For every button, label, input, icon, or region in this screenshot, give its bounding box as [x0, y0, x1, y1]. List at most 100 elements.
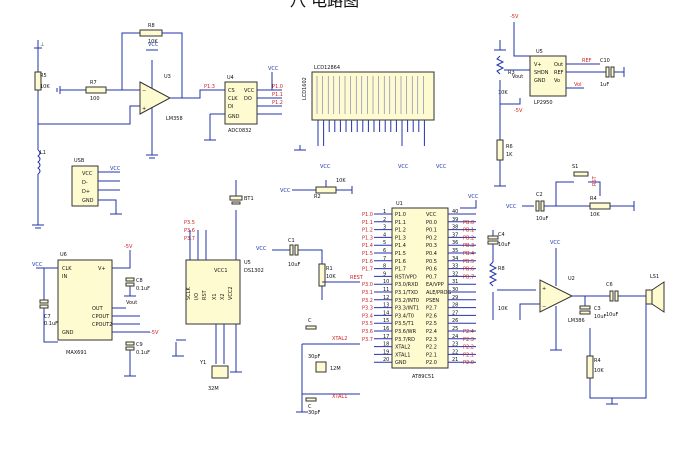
mcu-pin-label: PSEN [426, 298, 439, 304]
mcu-net-label: P2.1 [463, 352, 474, 358]
svg-text:VCC: VCC [398, 164, 409, 170]
svg-text:10uF: 10uF [288, 262, 301, 268]
svg-text:30pF: 30pF [308, 354, 321, 360]
svg-text:CLK: CLK [62, 266, 72, 272]
svg-text:MAX691: MAX691 [66, 350, 87, 356]
svg-text:10uF: 10uF [498, 242, 511, 248]
u2-lm386 [539, 279, 574, 313]
mcu-pin-number: 24 [452, 334, 458, 340]
at89c51-mcu: U1 AT89C51 P1.01P1.12P1.23P1.34P1.45P1.5… [362, 194, 479, 380]
r2-potentiometer: VCC R2 10K [280, 178, 353, 200]
mcu-pin-number: 10 [383, 279, 389, 285]
svg-text:CPOUT2: CPOUT2 [92, 322, 112, 328]
lcd-display-module: LCD12864 LCD1602 VCC VCC VCC [294, 65, 447, 170]
mcu-pin-label: P3.2/INT0 [395, 298, 419, 304]
mcu-pin-number: 33 [452, 264, 458, 270]
mcu-pin-label: P2.5 [426, 321, 437, 327]
svg-text:-5V: -5V [150, 330, 159, 336]
svg-text:C2: C2 [536, 192, 543, 198]
mcu-pin-label: P1.3 [395, 235, 406, 241]
svg-text:REF: REF [554, 70, 564, 76]
mcu-pin-label: P1.1 [395, 220, 406, 226]
mcu-net-label: P1.1 [362, 220, 373, 226]
svg-text:0.1uF: 0.1uF [136, 286, 150, 292]
mcu-net-label: PB.1 [463, 228, 474, 234]
mcu-net-label: PB.6 [463, 267, 474, 273]
svg-text:LS1: LS1 [650, 274, 659, 280]
svg-text:REF: REF [582, 58, 592, 64]
svg-text:VCC2: VCC2 [228, 286, 234, 300]
mcu-pin-label: P2.6 [426, 313, 437, 319]
mcu-net-label: P2.2 [463, 345, 474, 351]
mcu-pin-number: 20 [383, 357, 389, 363]
mcu-net-label: PB.2 [463, 235, 474, 241]
mcu-net-label: P3.6 [362, 329, 373, 335]
mcu-pin-label: P3.6/WR [395, 329, 417, 335]
lp2950-chip [529, 55, 567, 97]
svg-text:Vol: Vol [574, 82, 581, 88]
svg-text:D+: D+ [82, 189, 90, 195]
svg-text:C: C [308, 318, 312, 324]
svg-text:CS: CS [228, 88, 235, 94]
mcu-pin-label: P0.2 [426, 235, 437, 241]
lcd-part: LCD12864 [314, 65, 340, 71]
mcu-pin-label: P2.1 [426, 352, 437, 358]
mcu-pin-label: P3.3/INT1 [395, 306, 419, 312]
l1-inductor [37, 149, 41, 175]
l1-label: L1 [40, 150, 46, 156]
mcu-pin-label: P1.0 [395, 212, 406, 218]
mcu-pin-label: VCC [426, 212, 437, 218]
svg-text:VCC1: VCC1 [214, 268, 228, 274]
svg-text:C6: C6 [606, 282, 613, 288]
mcu-pin-number: 13 [383, 303, 389, 309]
mcu-pin-label: P1.2 [395, 228, 406, 234]
mcu-pin-label: XTAL2 [395, 345, 410, 351]
mcu-net-label: P1.6 [362, 259, 373, 265]
mcu-net-label: P2.4 [463, 329, 474, 335]
svg-text:Vo: Vo [554, 78, 560, 84]
svg-text:-5V: -5V [124, 244, 133, 250]
svg-text:U5: U5 [244, 260, 251, 266]
reset-network: VCC C1 10uF R1 10K REST [256, 238, 364, 300]
svg-text:RST: RST [592, 175, 598, 186]
svg-text:R8: R8 [498, 266, 505, 272]
reset-switch-section: VCC C2 10uF S1 RST R4 10K [506, 164, 635, 222]
input-amplifier-section: ⊥ R5 10K L1 R7 100 R8 10K − + U3 LM358 [32, 23, 225, 229]
svg-text:V+: V+ [98, 266, 106, 272]
svg-text:CPOUT: CPOUT [92, 314, 110, 320]
r1-resistor [318, 263, 326, 287]
mcu-pin-number: 1 [383, 209, 386, 215]
svg-text:XTAL2: XTAL2 [332, 336, 347, 342]
mcu-pin-number: 21 [452, 357, 458, 363]
mcu-pin-number: 22 [452, 349, 458, 355]
svg-text:LM386: LM386 [568, 318, 585, 324]
r6-resistor [496, 139, 504, 161]
svg-text:VCC: VCC [320, 164, 331, 170]
svg-text:C: C [308, 404, 312, 410]
u4-part: ADC0832 [228, 128, 252, 134]
mcu-pin-label: P1.6 [395, 259, 406, 265]
mcu-net-label: PB.7 [463, 274, 474, 280]
svg-text:C4: C4 [498, 232, 505, 238]
svg-text:P3.7: P3.7 [184, 236, 195, 242]
svg-text:X1: X1 [212, 293, 218, 300]
svg-text:P1.1: P1.1 [272, 92, 283, 98]
page-title: 八 电路图 [290, 0, 359, 10]
mcu-pin-label: P3.1/TXD [395, 290, 418, 296]
audio-amplifier-section: C4 10uF R8 10K + − U2 LM386 VCC C3 10uF … [487, 230, 665, 405]
svg-text:Out: Out [554, 62, 563, 68]
ls1-speaker [651, 281, 665, 313]
mcu-pin-number: 26 [452, 318, 458, 324]
mcu-pin-number: 16 [383, 326, 389, 332]
u3-ref: U3 [164, 74, 171, 80]
r8-volume-pot [488, 261, 498, 287]
svg-text:Vout: Vout [126, 300, 137, 306]
mcu-pin-number: 17 [383, 334, 389, 340]
svg-text:VCC: VCC [32, 262, 43, 268]
svg-text:VCC: VCC [506, 204, 517, 210]
svg-text:GND: GND [62, 330, 74, 336]
mcu-net-label: PB.5 [463, 259, 474, 265]
voltage-reference-section: -5V LP2950 U5 V+ SHDN GND REF Vo Out REF… [494, 14, 625, 187]
svg-text:30pF: 30pF [308, 410, 321, 416]
